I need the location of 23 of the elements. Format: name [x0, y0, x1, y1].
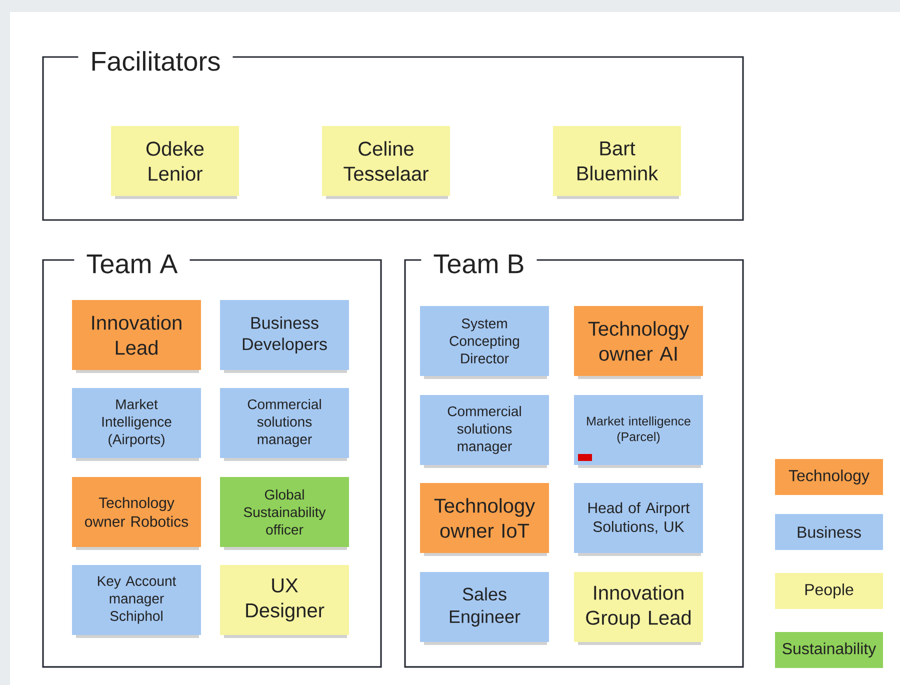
sticky-note: Market intelligence (Parcel): [574, 394, 703, 468]
sticky-note: Technology owner IoT: [420, 482, 549, 556]
sticky-note: Innovation Lead: [72, 300, 201, 373]
sticky-note: Market Intelligence (Airports): [72, 388, 201, 461]
legend-label: People: [805, 584, 854, 598]
sticky-note: Odeke Lenior: [111, 126, 239, 199]
sticky-note: Head of Airport Solutions, UK: [574, 482, 703, 556]
sticky-note: Business Developers: [220, 300, 349, 373]
sticky-note: Global Sustainability officer: [220, 476, 349, 550]
legend-label: Technology: [788, 470, 870, 484]
sticky-note: System Concepting Director: [420, 306, 549, 379]
sticky-note: Key Account manager Schiphol: [72, 564, 201, 638]
sticky-note: Commercial solutions manager: [420, 394, 549, 468]
legend-label: Business: [798, 526, 861, 538]
legend-label: Sustainability: [782, 642, 876, 658]
sticky-note: Commercial solutions manager: [220, 388, 349, 461]
sticky-note: Innovation Group Lead: [574, 572, 703, 645]
sticky-note: Technology owner Robotics: [72, 476, 201, 550]
sticky-note: Bart Bluemink: [553, 126, 681, 199]
sticky-note: UX Designer: [220, 564, 349, 638]
sticky-note: Celine Tesselaar: [322, 126, 450, 199]
sticky-note: Sales Engineer: [420, 572, 549, 645]
sticky-note: Technology owner AI: [574, 306, 703, 379]
